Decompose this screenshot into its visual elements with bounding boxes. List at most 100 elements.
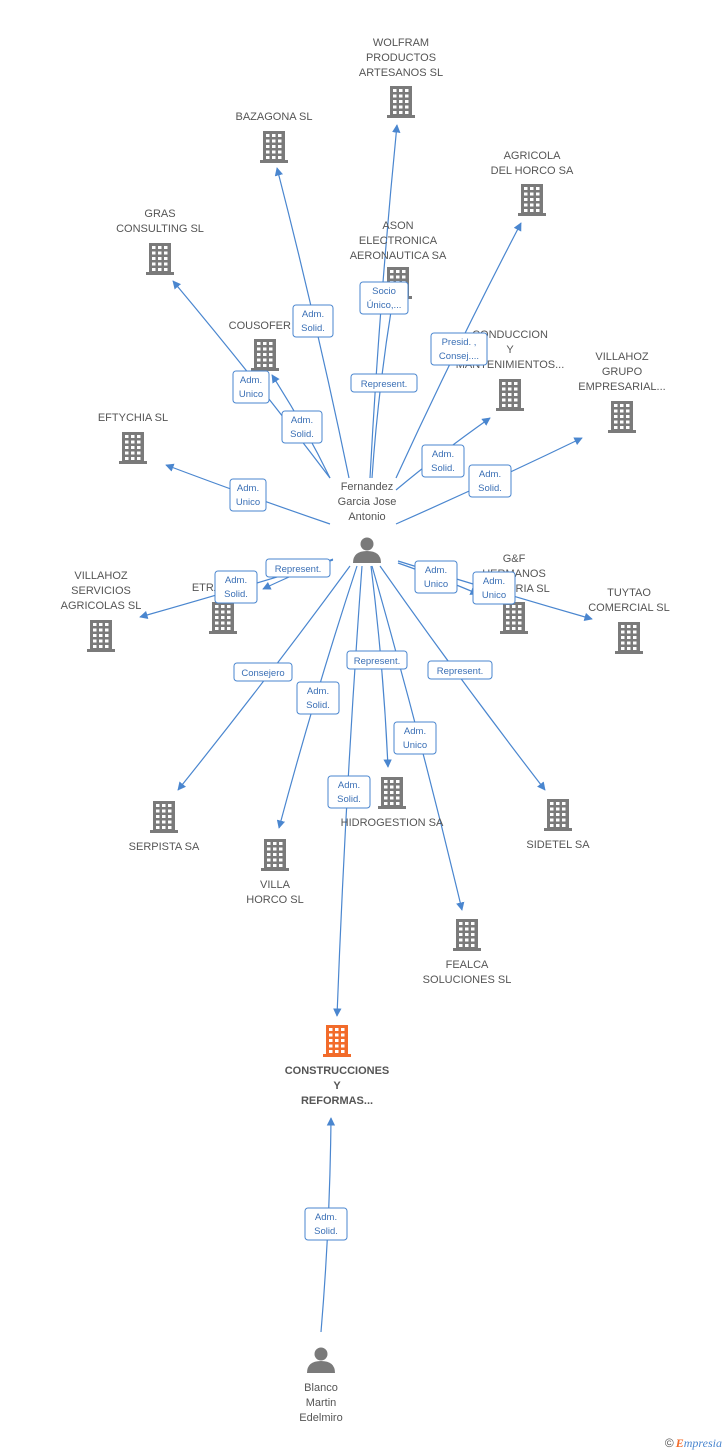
building-icon (261, 839, 289, 871)
building-icon (608, 401, 636, 433)
edge-label-text: Adm. (425, 565, 447, 576)
edge-label-box[interactable] (472, 571, 516, 605)
edge-label-sidetel[interactable]: Represent. (427, 660, 493, 680)
edge-label-gf[interactable]: Adm.Unico (414, 560, 458, 594)
edge-label-text: Unico (239, 389, 263, 400)
edge-label-construcciones[interactable]: Adm.Solid. (304, 1207, 348, 1241)
node-label: SERVICIOS (71, 585, 131, 597)
edge-label-text: Adm. (483, 576, 505, 587)
edge-label-text: Consejero (241, 668, 284, 679)
edge-label-box[interactable] (233, 662, 293, 682)
node-label: CONSTRUCCIONES (285, 1065, 390, 1077)
node-bazagona[interactable]: BAZAGONA SL (235, 111, 313, 163)
node-conduccion[interactable]: CONDUCCIONYMANTENIMIENTOS... (456, 329, 565, 411)
edge-label-bazagona[interactable]: Adm.Solid. (292, 304, 334, 338)
building-icon (150, 801, 178, 833)
edge-label-villahoz_grupo[interactable]: Adm.Solid. (468, 464, 512, 498)
edge-label-text: Adm. (315, 1212, 337, 1223)
node-label: Antonio (348, 511, 385, 523)
node-serpista[interactable]: SERPISTA SA (129, 801, 200, 853)
node-sidetel[interactable]: SIDETEL SA (526, 799, 590, 851)
edge-label-box[interactable] (281, 410, 323, 444)
edge-label-text: Solid. (224, 589, 248, 600)
edge-label-box[interactable] (468, 464, 512, 498)
edge-label-tuytao[interactable]: Adm.Unico (472, 571, 516, 605)
edge-label-text: Presid. , (442, 337, 477, 348)
edge-label-villahoz_serv[interactable]: Adm.Solid. (214, 570, 258, 604)
node-label: Martin (306, 1397, 337, 1409)
edge-label-hidrogestion[interactable]: Represent. (346, 650, 408, 670)
empresia-brand[interactable]: ©Empresia (665, 1436, 722, 1451)
edge-label-box[interactable] (427, 660, 493, 680)
node-hidrogestion[interactable]: HIDROGESTION SA (341, 777, 444, 829)
node-label: EMPRESARIAL... (578, 381, 665, 393)
edge-label-text: Solid. (301, 323, 325, 334)
edge-label-box[interactable] (296, 681, 340, 715)
node-label: VILLA (260, 879, 291, 891)
edge-label-box[interactable] (393, 721, 437, 755)
edge-label-box[interactable] (304, 1207, 348, 1241)
node-label: GRUPO (602, 366, 643, 378)
edge-label-construcciones[interactable]: Adm.Solid. (327, 775, 371, 809)
edge-label-text: Adm. (479, 469, 501, 480)
edge-label-box[interactable] (232, 370, 270, 404)
node-label: AGRICOLAS SL (61, 600, 142, 612)
edge-label-box[interactable] (327, 775, 371, 809)
edge-label-eftychia[interactable]: Adm.Unico (229, 478, 267, 512)
edge-label-text: Represent. (361, 379, 407, 390)
edge-label-box[interactable] (214, 570, 258, 604)
building-icon (496, 379, 524, 411)
building-icon (87, 620, 115, 652)
edge-label-text: Unico (236, 497, 260, 508)
node-cousofer[interactable]: COUSOFER S (229, 320, 302, 371)
edge-label-serpista[interactable]: Consejero (233, 662, 293, 682)
edge-label-box[interactable] (346, 650, 408, 670)
building-icon (544, 799, 572, 831)
brand-initial: E (675, 1436, 684, 1450)
node-villahoz_grupo[interactable]: VILLAHOZGRUPOEMPRESARIAL... (578, 351, 666, 433)
edge-label-cousofer[interactable]: Adm.Solid. (281, 410, 323, 444)
building-icon (260, 131, 288, 163)
node-label: ELECTRONICA (359, 235, 438, 247)
edge-label-box[interactable] (350, 373, 418, 393)
node-label: Edelmiro (299, 1412, 342, 1424)
edge-label-etraco[interactable]: Represent. (265, 558, 331, 578)
building-icon (209, 602, 237, 634)
edge-label-ason[interactable]: Represent. (350, 373, 418, 393)
edge-label-box[interactable] (430, 332, 488, 366)
edge-label-villa_horco[interactable]: Adm.Solid. (296, 681, 340, 715)
node-label: ARTESANOS SL (359, 67, 443, 79)
person-icon (307, 1347, 335, 1373)
edge-label-fealca[interactable]: Adm.Unico (393, 721, 437, 755)
edge-label-box[interactable] (359, 281, 409, 315)
edge-label-box[interactable] (421, 444, 465, 478)
edge-label-box[interactable] (414, 560, 458, 594)
node-construcciones[interactable]: CONSTRUCCIONESYREFORMAS... (285, 1025, 390, 1107)
edge-label-text: Unico (403, 740, 427, 751)
edge-label-box[interactable] (265, 558, 331, 578)
node-eftychia[interactable]: EFTYCHIA SL (98, 412, 168, 464)
building-icon (251, 339, 279, 371)
edge-label-box[interactable] (292, 304, 334, 338)
node-label: CONSULTING SL (116, 223, 204, 235)
edge-label-wolfram[interactable]: SocioÚnico,... (359, 281, 409, 315)
node-label: Garcia Jose (338, 496, 397, 508)
building-icon (615, 622, 643, 654)
edge-label-agricola[interactable]: Presid. ,Consej.... (430, 332, 488, 366)
building-icon (453, 919, 481, 951)
edge-label-box[interactable] (229, 478, 267, 512)
edge-label-conduccion[interactable]: Adm.Solid. (421, 444, 465, 478)
edge-label-text: Adm. (240, 375, 262, 386)
building-icon (500, 602, 528, 634)
edge-label-gras[interactable]: Adm. Unico (232, 370, 270, 404)
